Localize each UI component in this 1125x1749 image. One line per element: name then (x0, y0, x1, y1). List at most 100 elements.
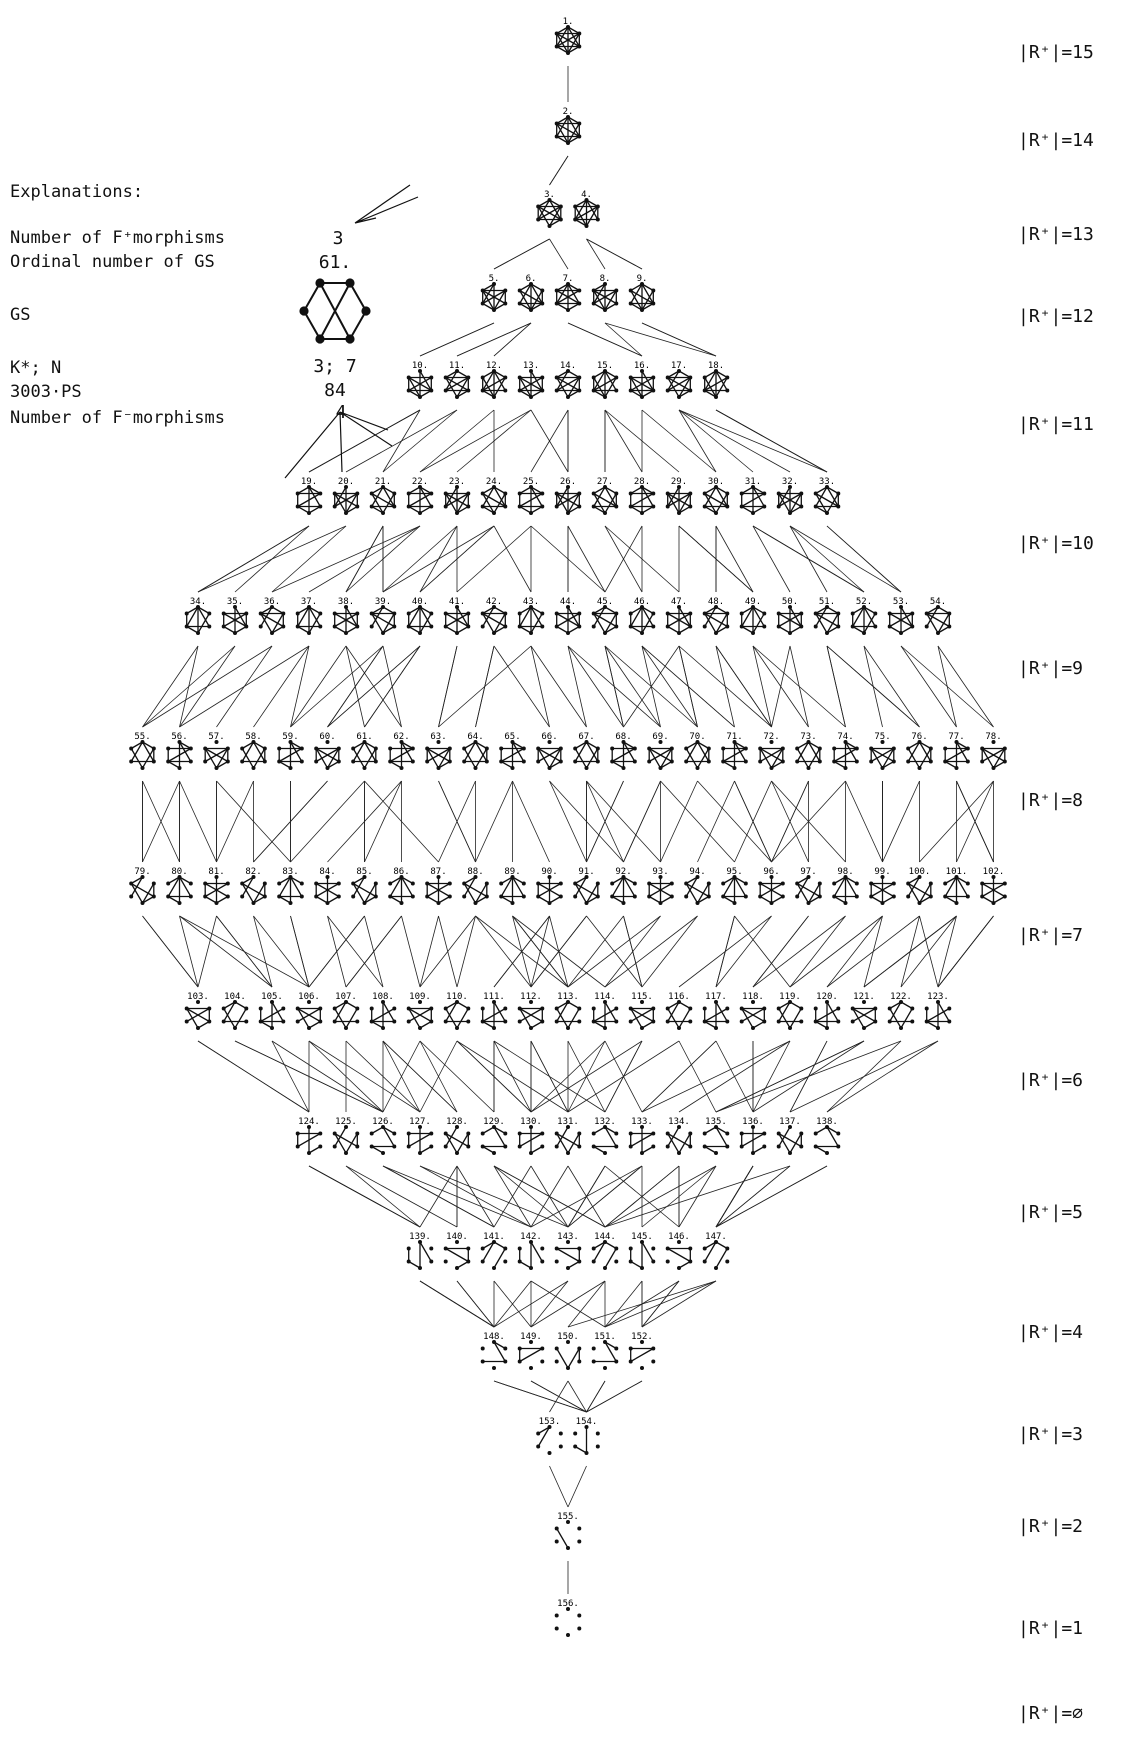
lattice-edge (530, 645, 550, 728)
lattice-edge (752, 525, 791, 593)
graph-structure-node: 145. (628, 1232, 656, 1270)
lattice-edge (715, 645, 735, 728)
graph-ordinal-label: 112. (520, 992, 542, 1002)
graph-ordinal-label: 108. (372, 992, 394, 1002)
legend-value-fplus: 3 (332, 228, 344, 249)
graph-structure-node: 147. (702, 1232, 730, 1270)
lattice-edge (919, 780, 994, 863)
graph-ordinal-label: 15. (597, 361, 613, 371)
legend-value-k-n: 3; 7 (313, 356, 357, 377)
lattice-edge (697, 780, 772, 863)
graph-structure-node: 136. (739, 1117, 767, 1155)
lattice-edge (641, 645, 698, 728)
lattice-edge (271, 1040, 310, 1113)
graph-ordinal-label: 33. (819, 477, 835, 487)
graph-ordinal-label: 97. (800, 867, 816, 877)
lattice-edge (530, 1165, 643, 1228)
lattice-edge (530, 1040, 643, 1113)
graph-ordinal-label: 37. (301, 597, 317, 607)
lattice-edge (678, 915, 772, 988)
graph-structure-node: 43. (517, 597, 545, 635)
graph-structure-node: 53. (887, 597, 915, 635)
graph-structure-node: 122. (887, 992, 915, 1030)
lattice-edge (382, 525, 495, 593)
graph-ordinal-label: 106. (298, 992, 320, 1002)
graph-ordinal-label: 119. (779, 992, 801, 1002)
graph-structure-node: 12. (480, 361, 508, 399)
graph-structure-node: 11. (443, 361, 471, 399)
graph-structure-node: 78. (980, 732, 1007, 770)
level-label: |R⁺|=14 (1018, 130, 1094, 151)
graph-structure-node: 148. (480, 1332, 508, 1370)
lattice-edge (771, 645, 791, 728)
level-label: |R⁺|=6 (1018, 1070, 1084, 1091)
lattice-edge (604, 645, 661, 728)
lattice-edge (216, 780, 254, 863)
level-label: |R⁺|=2 (1018, 1516, 1084, 1537)
graph-structure-node: 151. (591, 1332, 619, 1370)
lattice-edge (604, 1165, 791, 1228)
lattice-edge (826, 1040, 939, 1113)
lattice-edge (586, 780, 661, 863)
graph-ordinal-label: 113. (557, 992, 579, 1002)
graph-structure-node: 117. (702, 992, 730, 1030)
graph-ordinal-label: 7. (563, 274, 574, 284)
graph-structure-node: 143. (554, 1232, 582, 1270)
graph-structure-node: 153. (536, 1417, 563, 1455)
graph-ordinal-label: 25. (523, 477, 539, 487)
level-label: |R⁺|=9 (1018, 658, 1084, 679)
graph-structure-node: 42. (480, 597, 508, 635)
graph-structure-node: 112. (517, 992, 545, 1030)
lattice-edge (530, 1040, 569, 1113)
lattice-edge (253, 915, 310, 988)
graph-structure-node: 125. (332, 1117, 360, 1155)
graph-ordinal-label: 144. (594, 1232, 616, 1242)
lattice-edge (419, 915, 476, 988)
lattice-edge (327, 645, 421, 728)
lattice-edge (771, 780, 846, 863)
lattice-edge (549, 780, 587, 863)
graph-structure-node: 26. (554, 477, 582, 515)
graph-ordinal-label: 105. (261, 992, 283, 1002)
lattice-edge (438, 645, 458, 728)
level-label: |R⁺|=1 (1018, 1618, 1084, 1639)
graph-structure-node: 109. (406, 992, 434, 1030)
graph-structure-node: 63. (425, 732, 452, 770)
lattice-edge (937, 915, 957, 988)
graph-ordinal-label: 80. (171, 867, 187, 877)
graph-structure-node: 45. (591, 597, 619, 635)
graph-structure-node: 67. (573, 732, 600, 770)
graph-structure-node: 70. (684, 732, 711, 770)
lattice-edge (530, 409, 569, 473)
graph-structure-node: 15. (591, 361, 619, 399)
graph-structure-node: 3. (536, 190, 563, 228)
level-label: |R⁺|=11 (1018, 414, 1094, 435)
lattice-edge (179, 915, 199, 988)
lattice-edge (382, 1040, 458, 1113)
graph-structure-node: 2. (554, 107, 582, 145)
graph-structure-node: 118. (739, 992, 767, 1030)
lattice-edge (530, 1040, 606, 1113)
graph-structure-node: 5. (480, 274, 508, 312)
lattice-edge (604, 322, 717, 357)
lattice-edge (586, 238, 643, 270)
graph-ordinal-label: 115. (631, 992, 653, 1002)
lattice-edge (641, 1040, 717, 1113)
lattice-edge (549, 155, 569, 186)
graph-ordinal-label: 12. (486, 361, 502, 371)
graph-ordinal-label: 39. (375, 597, 391, 607)
graph-structure-node: 57. (203, 732, 230, 770)
graph-structure-node: 39. (369, 597, 397, 635)
graph-ordinal-label: 19. (301, 477, 317, 487)
graph-ordinal-label: 150. (557, 1332, 579, 1342)
lattice-edge (290, 645, 310, 728)
graph-ordinal-label: 36. (264, 597, 280, 607)
graph-structure-node: 82. (240, 867, 267, 905)
graph-ordinal-label: 138. (816, 1117, 838, 1127)
graph-structure-node: 51. (813, 597, 841, 635)
lattice-edge (567, 1040, 680, 1113)
lattice-edge (789, 525, 828, 593)
lattice-edge (419, 525, 495, 593)
graph-structure-node: 90. (536, 867, 563, 905)
lattice-edge (530, 915, 550, 988)
